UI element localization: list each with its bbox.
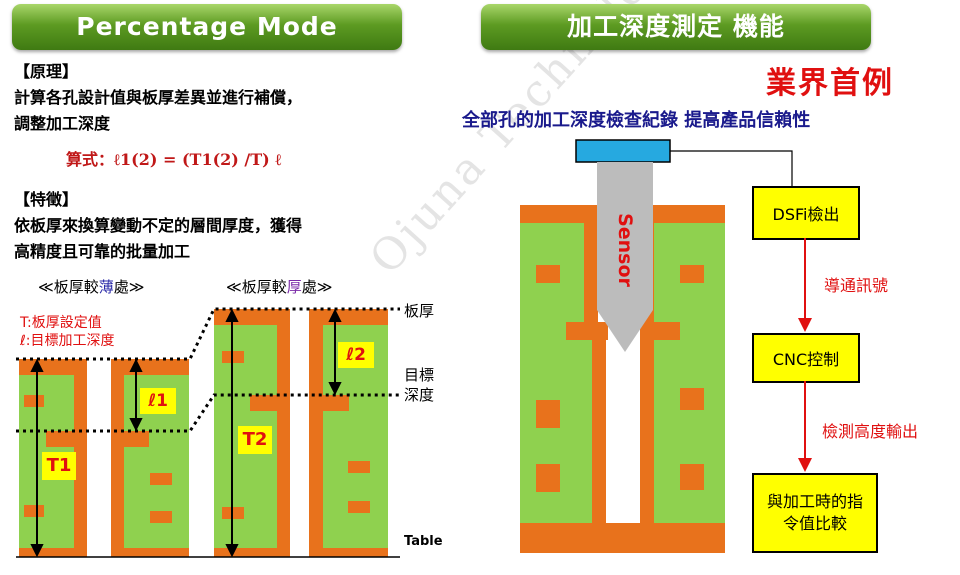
compare-box: 與加工時的指令值比較 [752, 473, 878, 553]
legend-T: T:板厚設定值 [20, 315, 102, 331]
industry-first: 業界首例 [766, 66, 894, 101]
left-banner: Percentage Mode [12, 4, 402, 50]
label-l1: ℓ1 [140, 388, 176, 414]
legend-l: ℓ:目標加工深度 [20, 333, 115, 349]
feature-heading: 【特徵】 [14, 190, 79, 209]
label-l2: ℓ2 [338, 342, 374, 368]
label-target-line-2: 深度 [404, 386, 435, 404]
board-thickness-diagram [16, 307, 400, 558]
reference-lines [16, 307, 400, 433]
thick-label-pre: ≪板厚較 [226, 278, 287, 296]
label-T1: T1 [42, 452, 76, 480]
sensor-probe [597, 162, 653, 352]
subtitle: 全部孔的加工深度檢查紀錄 提高產品信賴性 [462, 110, 811, 131]
dimension-arrows [30, 308, 342, 558]
sensor-diagram [520, 139, 793, 553]
height-output-label: 檢測高度輸出 [822, 422, 919, 441]
label-table: Table [404, 534, 443, 549]
thin-label-post: 處≫ [113, 278, 145, 296]
label-board-thickness: 板厚 [404, 302, 435, 320]
thin-board-label: ≪板厚較薄處≫ [38, 276, 144, 297]
right-banner: 加工深度測定 機能 [481, 4, 871, 50]
flow-arrows [798, 238, 812, 472]
cnc-control-box: CNC控制 [752, 333, 860, 383]
conduction-signal-label: 導通訊號 [824, 276, 889, 295]
signal-wire [670, 150, 793, 186]
feature-line-1: 依板厚來換算變動不定的層間厚度，獲得 [14, 216, 303, 235]
principle-heading: 【原理】 [14, 62, 79, 81]
formula-expression: ℓ1(2) = (T1(2) /T) ℓ [114, 150, 282, 169]
feature-line-2: 高精度且可靠的批量加工 [14, 242, 191, 261]
thin-label-pre: ≪板厚較 [38, 278, 99, 296]
thick-board-label: ≪板厚較厚處≫ [226, 276, 332, 297]
sensor-head [575, 139, 671, 163]
inner-wall-left-fill [566, 340, 592, 523]
label-T2: T2 [238, 426, 272, 454]
inner-wall-right [640, 322, 654, 552]
thin-label-em: 薄 [98, 278, 114, 296]
thin-board-right-piece [111, 359, 189, 557]
sensor-board-right [640, 205, 725, 553]
formula-label: 算式： [66, 150, 115, 169]
principle-line-2: 調整加工深度 [14, 114, 111, 133]
board-base [520, 523, 725, 553]
thick-label-post: 處≫ [301, 278, 333, 296]
label-target-line-1: 目標 [404, 366, 435, 384]
thick-label-em: 厚 [286, 278, 302, 296]
dsfi-detect-box: DSFi檢出 [752, 186, 860, 240]
principle-line-1: 計算各孔設計值與板厚差異並進行補償， [14, 88, 303, 107]
formula: 算式：ℓ1(2) = (T1(2) /T) ℓ [66, 146, 281, 170]
